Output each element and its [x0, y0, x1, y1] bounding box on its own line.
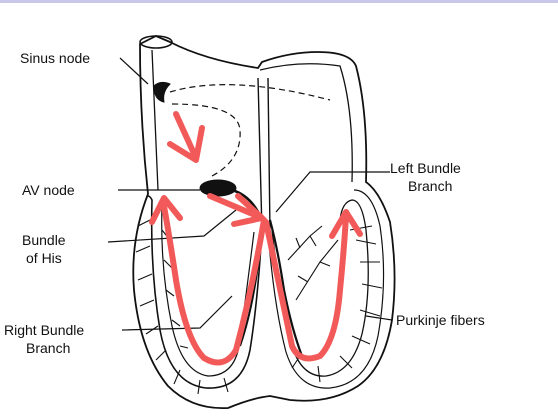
- arrow-sinus-to-av: [173, 111, 199, 161]
- label-sinus-node: Sinus node: [20, 50, 91, 66]
- arrow-right-head: [149, 195, 183, 225]
- right-ventricle-wall: [147, 195, 263, 389]
- label-purkinje: Purkinje fibers: [396, 312, 485, 328]
- arrow-sinus-to-av-head: [167, 125, 205, 163]
- label-right-bundle-2: Branch: [26, 340, 71, 356]
- pointer-purkinje: [365, 315, 393, 321]
- pointer-bundle: [107, 209, 237, 243]
- label-av-node: AV node: [22, 182, 75, 198]
- septum: [257, 77, 271, 233]
- conduction-arrows: [149, 111, 363, 366]
- av-node: [199, 179, 237, 197]
- label-pointers: [107, 57, 393, 331]
- label-right-bundle-1: Right Bundle: [4, 322, 85, 338]
- left-ventricle-outer-inner: [267, 189, 385, 389]
- top-border: [0, 0, 558, 3]
- pointer-right-bundle: [121, 295, 233, 331]
- heart-outer-wall: [132, 35, 396, 410]
- atrium-inner-wall: [151, 49, 353, 191]
- arrow-left-path: [263, 213, 349, 362]
- left-bundle-branch-line: [268, 219, 304, 357]
- sinus-node: [153, 81, 171, 103]
- internodal-pathway: [169, 84, 331, 177]
- label-bundle-of-his-2: of His: [26, 250, 62, 266]
- label-left-bundle-1: Left Bundle: [390, 160, 461, 176]
- label-bundle-of-his-1: Bundle: [22, 232, 66, 248]
- label-left-bundle-2: Branch: [408, 178, 453, 194]
- pointer-sinus: [119, 57, 149, 85]
- arrow-av-to-bundle: [207, 193, 265, 221]
- arrow-left-head: [329, 209, 363, 239]
- aorta-opening: [139, 35, 173, 49]
- pointer-left-bundle: [275, 171, 390, 213]
- arrow-right-path: [161, 203, 267, 366]
